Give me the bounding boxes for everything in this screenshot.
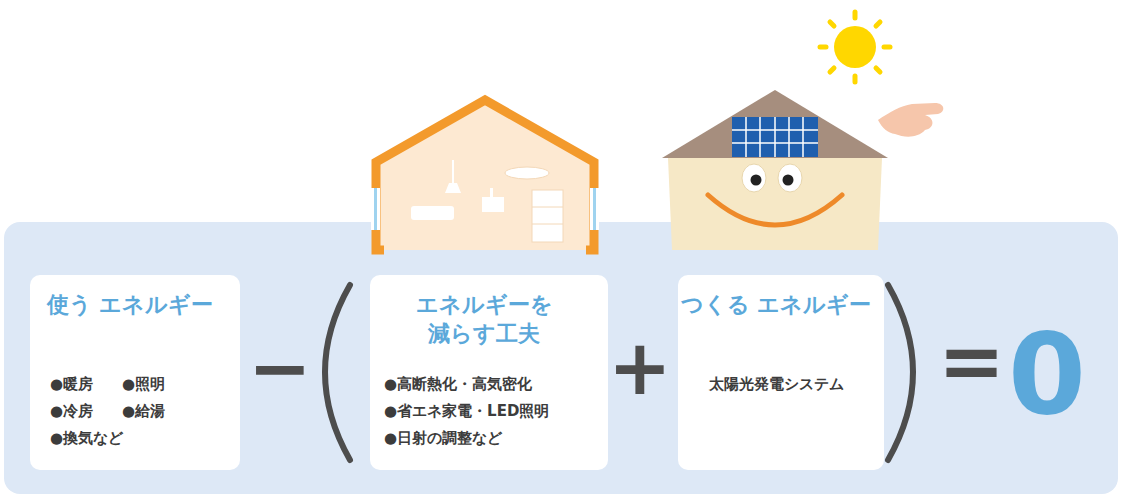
box-item: ●換気など [50, 429, 123, 449]
box-item: 太陽光発電システム [678, 375, 874, 395]
text-box: エネルギーを 減らす工夫 ●高断熱化・高気密化 ●省エネ家電・LED照明 ●日射の調整… [370, 275, 608, 470]
box-heading: エネルギーを 減らす工夫 [370, 291, 598, 348]
text-box: 使う エネルギー ●暖房 ●照明 ●冷房 ●給湯 ●換気など [30, 275, 240, 470]
box-item: ●暖房 [50, 375, 93, 395]
background-panel [4, 222, 1118, 494]
minus-sign: − [248, 330, 312, 406]
result-zero: 0 [1008, 318, 1086, 430]
box-item: ●給湯 [122, 402, 165, 422]
box-item: ●高断熱化・高気密化 [384, 375, 532, 395]
box-heading: つくる エネルギー [678, 291, 874, 320]
equals-sign: = [938, 322, 1005, 402]
right-bracket [888, 285, 913, 460]
sun [820, 12, 890, 82]
smiling-house [662, 90, 943, 250]
box-item: ●照明 [122, 375, 165, 395]
box-item: ●日射の調整など [384, 429, 502, 449]
plus-sign: + [608, 330, 672, 406]
box-item: ●省エネ家電・LED照明 [384, 402, 549, 422]
box-item: ●冷房 [50, 402, 93, 422]
box-heading: 使う エネルギー [30, 291, 230, 320]
left-bracket [325, 285, 350, 460]
house-interior [371, 97, 599, 250]
text-box: つくる エネルギー太陽光発電システム [678, 275, 884, 470]
